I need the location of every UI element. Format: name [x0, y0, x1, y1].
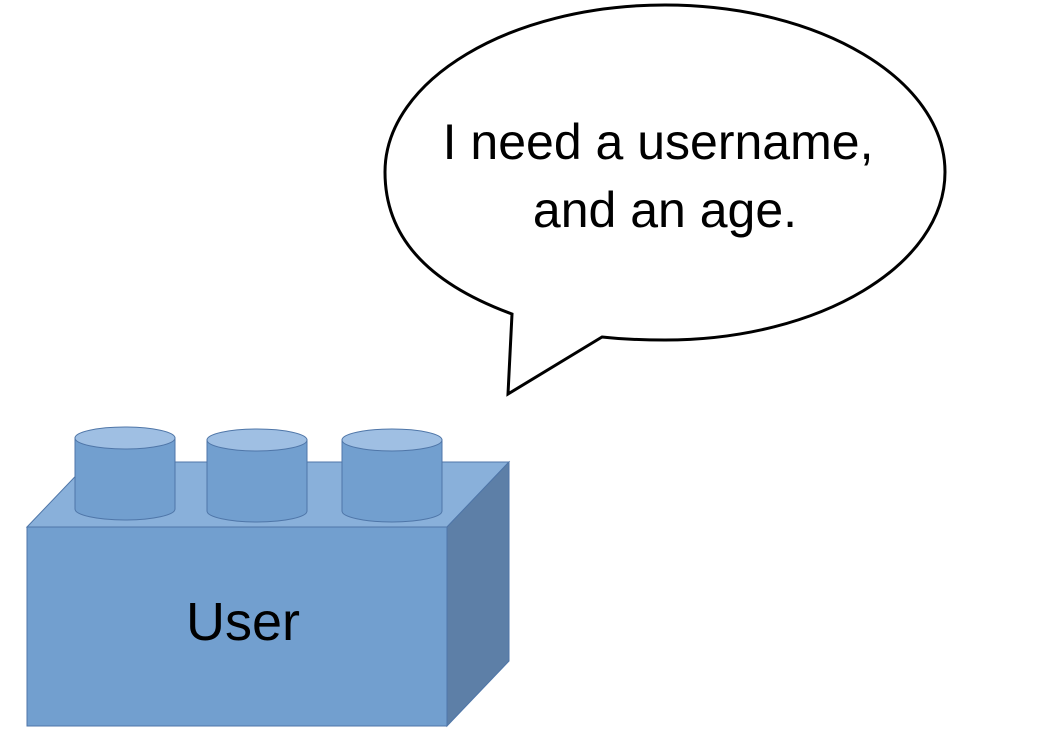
speech-line-2: and an age. — [533, 182, 797, 238]
brick-label: User — [186, 592, 300, 652]
speech-bubble-text: I need a username, and an age. — [443, 114, 888, 238]
speech-line-1: I need a username, — [443, 114, 874, 170]
brick-stud — [74, 426, 176, 521]
brick-stud — [206, 428, 308, 523]
lego-brick: User — [25, 426, 511, 728]
brick-front-face — [26, 526, 448, 727]
brick-stud — [341, 428, 443, 523]
speech-bubble: I need a username, and an age. — [383, 3, 947, 397]
speech-bubble-outline — [383, 3, 947, 397]
